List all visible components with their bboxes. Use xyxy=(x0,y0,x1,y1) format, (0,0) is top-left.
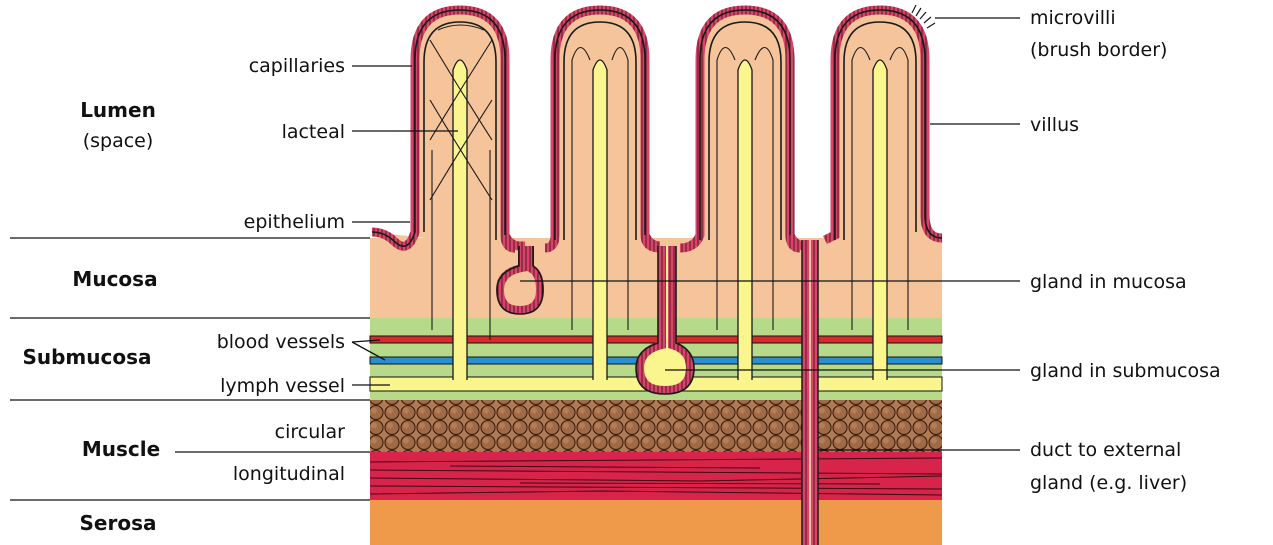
label-blood-vessels: blood vessels xyxy=(217,331,345,353)
layer-boundaries xyxy=(10,238,370,500)
label-villus: villus xyxy=(1030,114,1079,136)
label-brush-border: (brush border) xyxy=(1030,39,1167,61)
layer-label-lumen: Lumen xyxy=(80,98,156,122)
label-gland-in-mucosa: gland in mucosa xyxy=(1030,271,1187,293)
layer-label-submucosa: Submucosa xyxy=(22,345,151,369)
label-duct-line2: gland (e.g. liver) xyxy=(1030,472,1187,494)
label-lymph-vessel: lymph vessel xyxy=(220,375,345,397)
serosa-layer xyxy=(370,500,942,545)
label-microvilli: microvilli xyxy=(1030,7,1116,29)
layer-label-mucosa: Mucosa xyxy=(72,267,157,291)
label-capillaries: capillaries xyxy=(249,55,345,77)
label-gland-in-submucosa: gland in submucosa xyxy=(1030,360,1221,382)
label-lacteal: lacteal xyxy=(282,121,345,143)
villus-1 xyxy=(372,10,515,248)
layer-label-lumen-sub: (space) xyxy=(83,130,154,152)
label-duct-line1: duct to external xyxy=(1030,439,1181,461)
layer-labels: Lumen (space) Mucosa Submucosa Muscle Se… xyxy=(22,98,160,535)
layer-label-muscle: Muscle xyxy=(82,437,160,461)
label-circular: circular xyxy=(275,421,346,443)
circular-muscle-layer xyxy=(370,400,942,452)
label-epithelium: epithelium xyxy=(244,211,345,233)
duct-to-external-gland xyxy=(802,240,818,545)
layer-label-serosa: Serosa xyxy=(80,511,157,535)
label-longitudinal: longitudinal xyxy=(233,463,345,485)
longitudinal-muscle-layer xyxy=(370,452,942,500)
